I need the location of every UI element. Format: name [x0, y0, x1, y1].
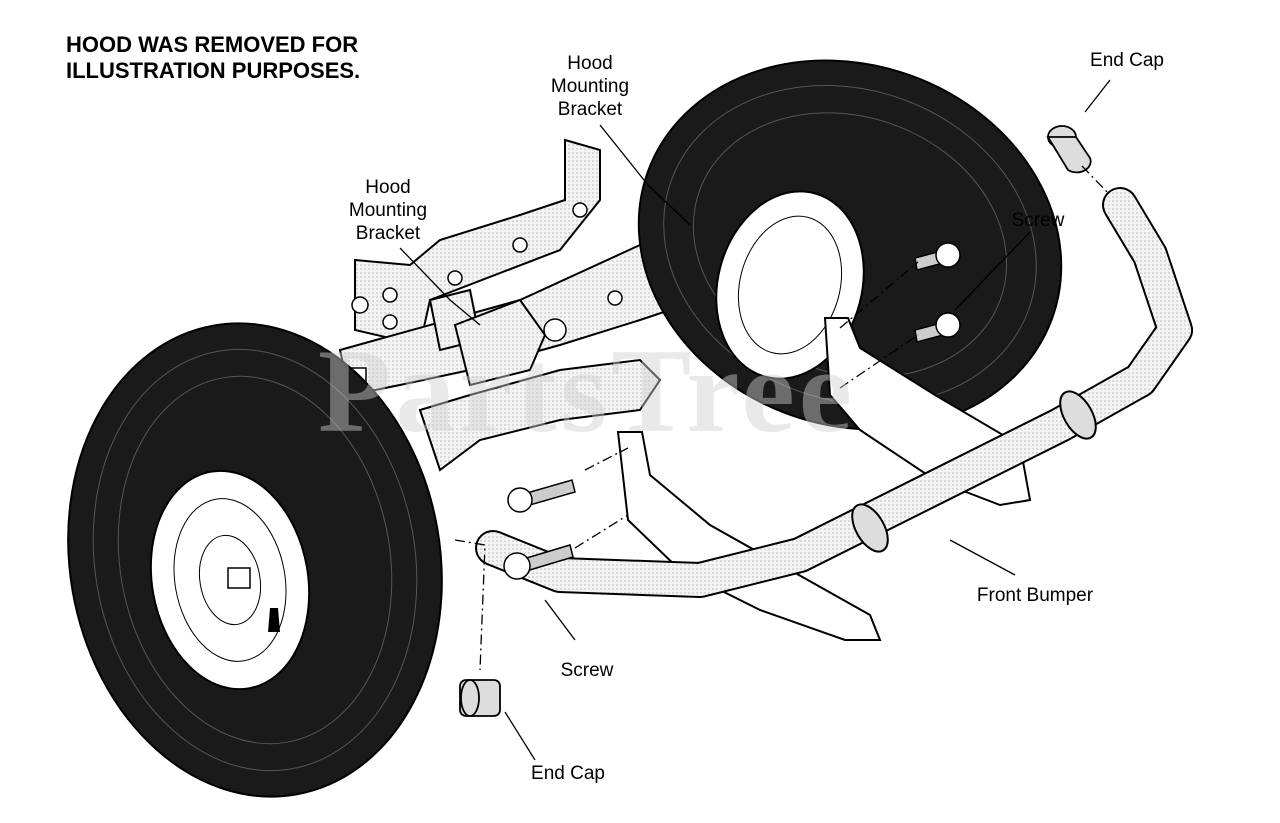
- illustration-note: HOOD WAS REMOVED FOR ILLUSTRATION PURPOS…: [66, 32, 361, 83]
- screw-left-upper: [507, 479, 576, 513]
- bumper-tube-collars: [851, 390, 1097, 553]
- label-end-cap-top: End Cap: [1090, 50, 1164, 71]
- end-cap-parts: [459, 125, 1092, 717]
- alignment-lines: [454, 165, 1109, 671]
- label-hood-mounting-bracket-right: Hood Mounting Bracket: [550, 53, 630, 120]
- screw-hardware: [503, 242, 961, 580]
- end-cap-top-part: [1046, 125, 1092, 174]
- label-end-cap-bottom: End Cap: [531, 763, 605, 784]
- label-screw-bottom: Screw: [560, 660, 614, 681]
- leader-lines: [399, 79, 1111, 761]
- screw-right-lower: [914, 312, 961, 343]
- front-bumper: [475, 187, 1193, 598]
- label-screw-right: Screw: [1011, 210, 1065, 231]
- end-cap-bottom-part: [459, 679, 501, 717]
- label-front-bumper: Front Bumper: [976, 585, 1094, 606]
- label-hood-mounting-bracket-left: Hood Mounting Bracket: [348, 177, 428, 244]
- watermark: PartsTree: [318, 324, 856, 457]
- right-tire: [637, 59, 1063, 431]
- left-tire: [67, 322, 443, 798]
- screw-right-upper: [914, 242, 961, 271]
- screw-left-lower: [503, 544, 574, 580]
